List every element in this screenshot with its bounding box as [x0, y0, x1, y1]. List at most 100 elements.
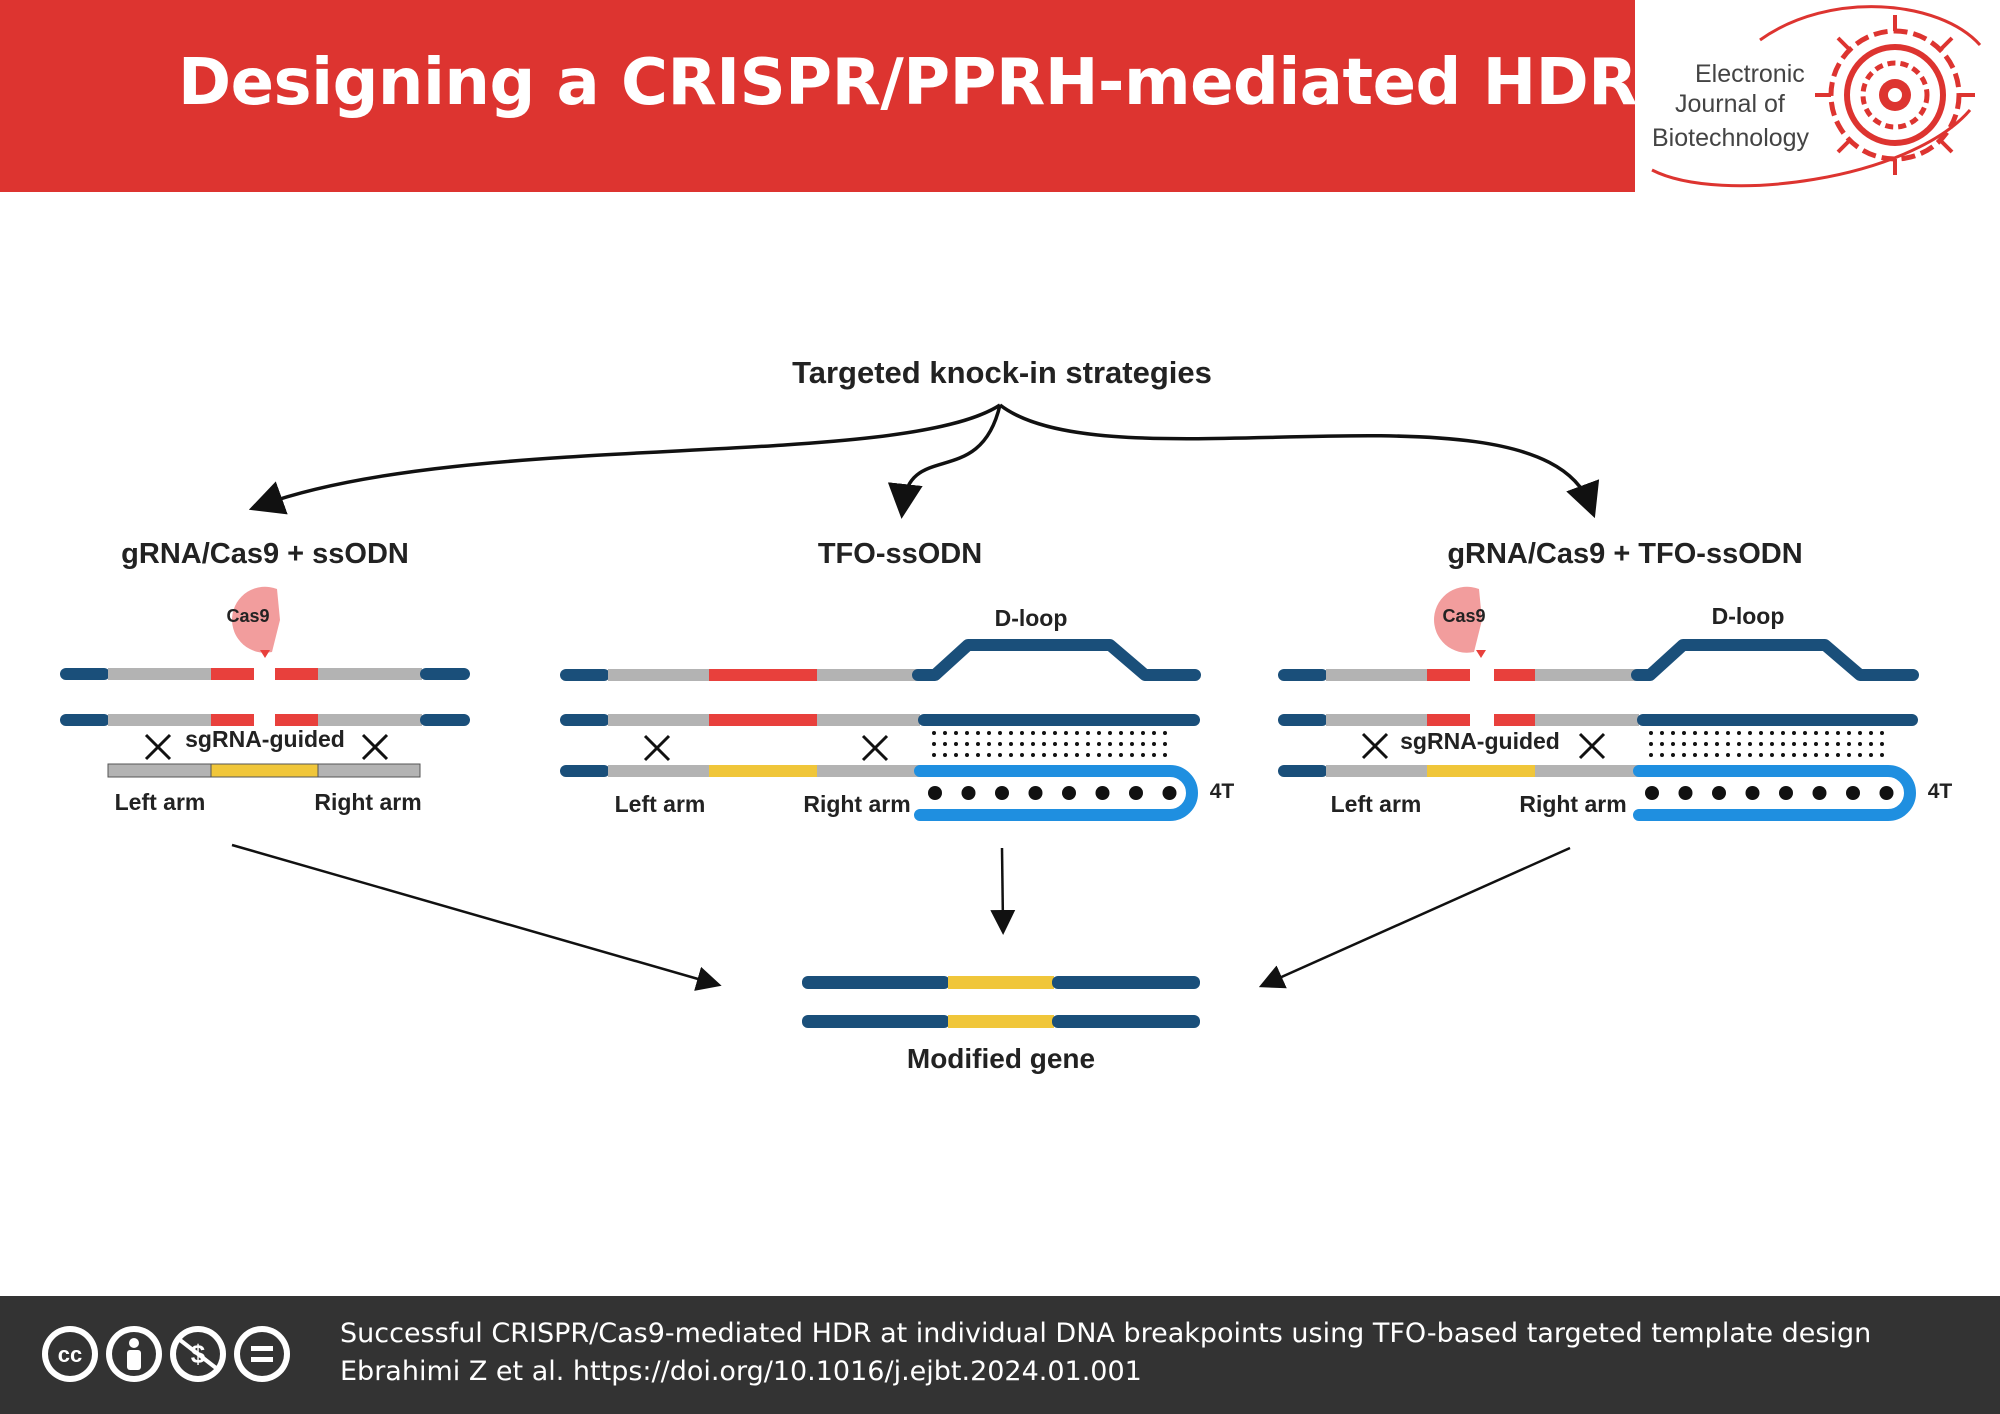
base-pair-dot	[932, 753, 936, 757]
dloop-label: D-loop	[1712, 603, 1785, 629]
svg-text:cc: cc	[58, 1342, 82, 1367]
base-pair-dot	[961, 786, 976, 800]
base-pair-dot	[1759, 753, 1763, 757]
strategy-tfo-ssodn: TFO-ssODN D-loop	[560, 538, 1234, 821]
by-person-icon	[106, 1326, 162, 1382]
base-pair-dot	[1097, 742, 1101, 746]
base-pair-dot	[965, 731, 969, 735]
base-pair-dot	[954, 731, 958, 735]
knock-in-diagram: Targeted knock-in strategies gRNA/Cas9 +…	[60, 355, 1953, 1074]
base-pair-dot	[1119, 742, 1123, 746]
pprh-hairpin	[914, 765, 1198, 821]
base-pair-dot	[932, 731, 936, 735]
hairpin-4t-label: 4T	[1928, 780, 1953, 803]
strategy-title: gRNA/Cas9 + TFO-ssODN	[1447, 538, 1802, 570]
base-pair-dot	[998, 731, 1002, 735]
base-pair-dot	[1042, 742, 1046, 746]
watson-crick-dots	[928, 786, 1177, 800]
base-pair-dot	[1152, 731, 1156, 735]
base-pair-dot	[1825, 742, 1829, 746]
base-pair-dot	[1792, 753, 1796, 757]
base-pair-dot	[943, 731, 947, 735]
base-pair-dot	[1693, 742, 1697, 746]
base-pair-dot	[1869, 731, 1873, 735]
guide-label: sgRNA-guided	[185, 726, 345, 752]
base-pair-dot	[1781, 753, 1785, 757]
base-pair-dot	[1660, 753, 1664, 757]
journal-logo: Electronic Journal of Biotechnology	[1651, 5, 1982, 188]
base-pair-dot	[965, 753, 969, 757]
base-pair-dot	[1649, 742, 1653, 746]
base-pair-dot	[1141, 753, 1145, 757]
base-pair-dot	[1086, 753, 1090, 757]
base-pair-dot	[1880, 753, 1884, 757]
base-pair-dot	[1704, 753, 1708, 757]
base-pair-dot	[1129, 786, 1143, 800]
base-pair-dot	[1803, 742, 1807, 746]
base-pair-dot	[1163, 753, 1167, 757]
base-pair-dot	[1726, 753, 1730, 757]
cas9-label: Cas9	[226, 606, 269, 626]
base-pair-dot	[1792, 731, 1796, 735]
base-pair-dot	[987, 731, 991, 735]
base-pair-dot	[1847, 753, 1851, 757]
modified-gene-label: Modified gene	[907, 1043, 1095, 1074]
crossover-x-icon	[643, 734, 671, 762]
crossover-x-icon	[861, 734, 889, 762]
dna-strand-top	[60, 668, 470, 680]
base-pair-dot	[1682, 731, 1686, 735]
base-pair-dot	[1825, 753, 1829, 757]
non-commercial-icon: $	[170, 1326, 226, 1382]
base-pair-dot	[1152, 742, 1156, 746]
base-pair-dot	[1064, 753, 1068, 757]
left-arm-label: Left arm	[615, 791, 706, 817]
base-pair-dot	[998, 753, 1002, 757]
base-pair-dot	[1715, 731, 1719, 735]
base-pair-dot	[1671, 753, 1675, 757]
logo-line3: Biotechnology	[1652, 124, 1810, 152]
right-arm-label: Right arm	[1519, 791, 1626, 817]
base-pair-dot	[1108, 742, 1112, 746]
base-pair-dot	[1759, 742, 1763, 746]
base-pair-dot	[1803, 731, 1807, 735]
base-pair-dot	[1053, 731, 1057, 735]
base-pair-dot	[976, 742, 980, 746]
base-pair-dot	[1020, 753, 1024, 757]
base-pair-dot	[1031, 731, 1035, 735]
mandala-icon	[1815, 15, 1975, 175]
donor-ssodn	[107, 763, 421, 778]
strategy-title: TFO-ssODN	[818, 538, 982, 570]
base-pair-dot	[1693, 731, 1697, 735]
converge-arrow-left	[231, 843, 722, 991]
base-pair-dot	[1095, 786, 1110, 800]
base-pair-dot	[1745, 786, 1760, 800]
base-pair-dot	[1671, 731, 1675, 735]
strategy-cas9-tfo-ssodn: gRNA/Cas9 + TFO-ssODN Cas9 D-loop	[1278, 538, 1953, 821]
base-pair-dot	[1163, 731, 1167, 735]
crossover-x-icon	[361, 733, 389, 761]
dloop-label: D-loop	[995, 605, 1068, 631]
base-pair-dot	[1770, 731, 1774, 735]
cc-license-badge[interactable]: cc $	[38, 1320, 298, 1388]
base-pair-dot	[1119, 731, 1123, 735]
base-pair-dot	[1792, 742, 1796, 746]
base-pair-dot	[1645, 786, 1659, 800]
citation-doi[interactable]: Ebrahimi Z et al. https://doi.org/10.101…	[340, 1356, 1142, 1387]
footer-bar: cc $ Successful CRISPR/Cas9-mediated HDR…	[0, 1296, 2000, 1414]
base-pair-dot	[1879, 786, 1894, 800]
donor-tfo-ssodn	[1278, 765, 1916, 821]
base-pair-dot	[1064, 742, 1068, 746]
base-pair-dot	[1715, 753, 1719, 757]
base-pair-dot	[1075, 753, 1079, 757]
base-pair-dot	[1649, 753, 1653, 757]
base-pair-dot	[1712, 786, 1726, 800]
watson-crick-dots	[1645, 786, 1894, 800]
base-pair-dot	[1693, 753, 1697, 757]
base-pair-dot	[1682, 753, 1686, 757]
base-pair-dot	[1858, 731, 1862, 735]
base-pair-dot	[965, 742, 969, 746]
cas9-label: Cas9	[1442, 606, 1485, 626]
crossover-x-icon	[1361, 732, 1389, 760]
base-pair-dot	[1053, 742, 1057, 746]
base-pair-dot	[1737, 753, 1741, 757]
